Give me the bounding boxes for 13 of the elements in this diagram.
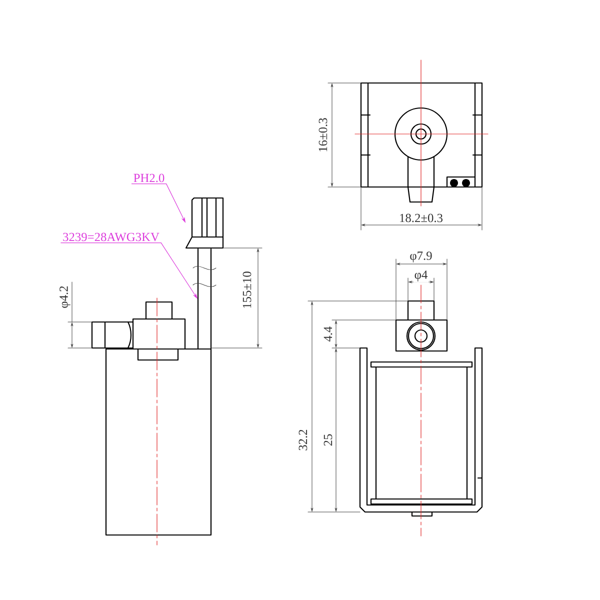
dimension-label: 155±10 — [242, 270, 252, 310]
dimension-label: 32.2 — [298, 428, 308, 452]
dimension-label: φ4 — [413, 270, 429, 282]
dimension-label: 16±0.3 — [318, 116, 328, 154]
dimension-label: 18.2±0.3 — [398, 212, 444, 224]
callout-text: 3239=28AWG3KV — [60, 232, 162, 244]
callout-text: PH2.0 — [131, 174, 167, 184]
dimension-label: 4.4 — [322, 325, 334, 343]
dimension-label: φ7.9 — [408, 250, 434, 264]
dimension-label: φ4.2 — [58, 284, 72, 310]
dimension-label: 25 — [322, 432, 334, 448]
connector-drawing — [185, 197, 224, 249]
wire-drawing — [192, 248, 216, 350]
